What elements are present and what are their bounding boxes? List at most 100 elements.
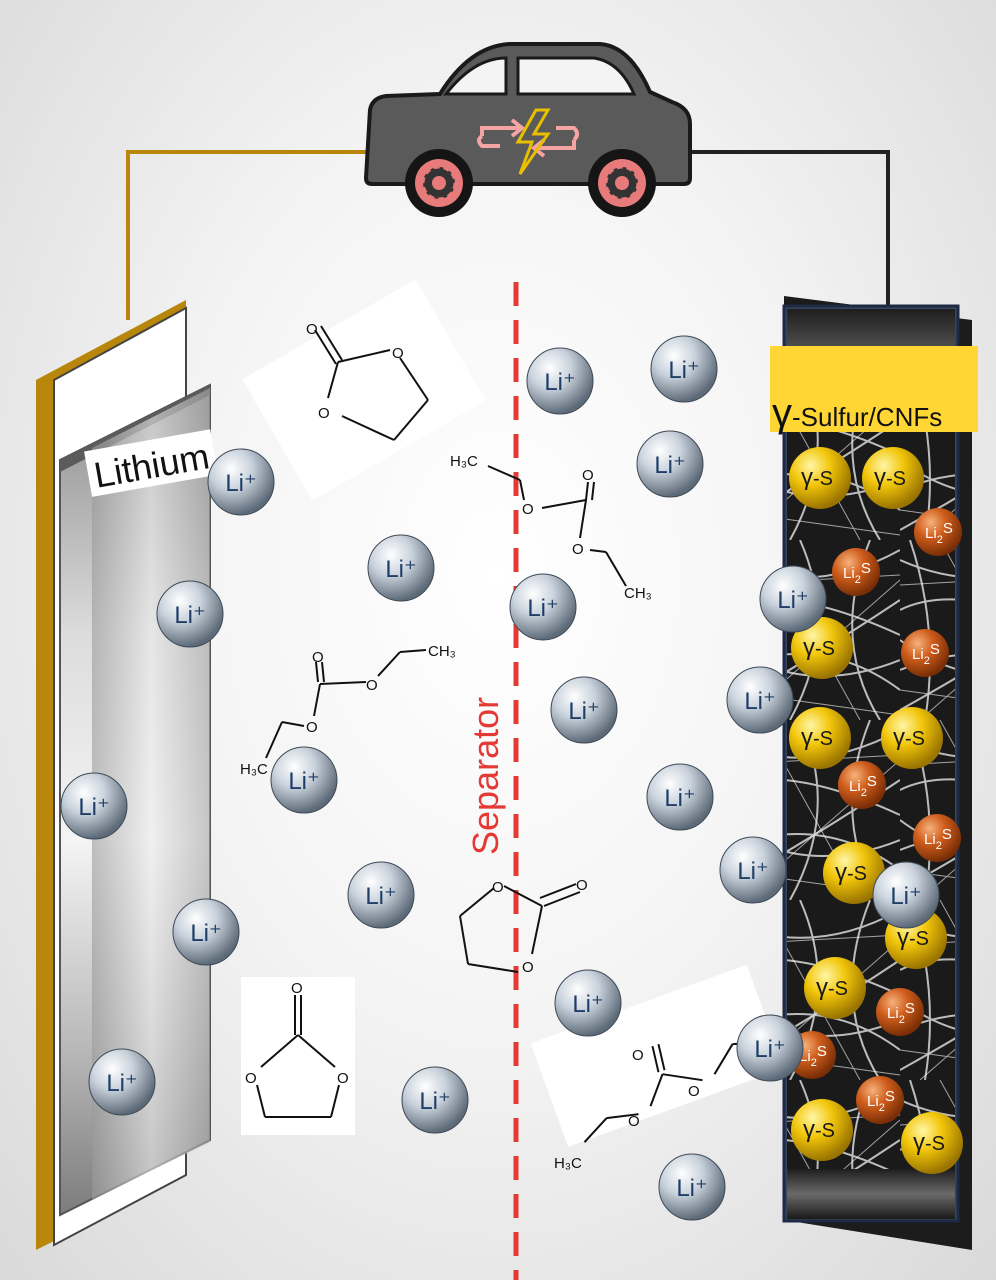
li2s-label: Li2S bbox=[867, 1088, 895, 1114]
lithium-ion-label: Li⁺ bbox=[654, 452, 685, 479]
gamma-sulfur-label: γ-S bbox=[816, 974, 848, 1001]
li2s-label: Li2S bbox=[924, 826, 952, 852]
methyl-group: H₃C bbox=[240, 761, 268, 778]
lithium-ion: Li⁺ bbox=[88, 1048, 156, 1116]
lithium-ion-label: Li⁺ bbox=[777, 587, 808, 614]
gamma-sulfur-particle: γ-S bbox=[791, 617, 853, 679]
lithium-ion-label: Li⁺ bbox=[385, 556, 416, 583]
gamma-sulfur-particle: γ-S bbox=[791, 1099, 853, 1161]
li2s-particle: Li2S bbox=[856, 1076, 904, 1124]
cathode-label-text: -Sulfur/CNFs bbox=[792, 402, 942, 432]
ethylene-carbonate-molecule: O O O bbox=[242, 279, 486, 501]
lithium-ion: Li⁺ bbox=[207, 448, 275, 516]
lithium-ion: Li⁺ bbox=[736, 1014, 804, 1082]
cathode-wire bbox=[690, 150, 890, 310]
oxygen-atom: O bbox=[366, 677, 378, 694]
li2s-particle: Li2S bbox=[914, 508, 962, 556]
lithium-ion-label: Li⁺ bbox=[288, 768, 319, 795]
cathode-label: γ-Sulfur/CNFs bbox=[772, 391, 942, 435]
lithium-ion: Li⁺ bbox=[554, 969, 622, 1037]
gamma-sulfur-label: γ-S bbox=[913, 1129, 945, 1156]
lithium-ion-label: Li⁺ bbox=[676, 1175, 707, 1202]
oxygen-atom: O bbox=[392, 345, 404, 362]
lithium-ion: Li⁺ bbox=[367, 534, 435, 602]
lithium-ion-label: Li⁺ bbox=[225, 470, 256, 497]
lithium-ion: Li⁺ bbox=[636, 430, 704, 498]
lithium-ion: Li⁺ bbox=[60, 772, 128, 840]
lithium-ion: Li⁺ bbox=[172, 898, 240, 966]
lightning-bolt-icon bbox=[515, 108, 551, 175]
gamma-sulfur-particle: γ-S bbox=[881, 707, 943, 769]
methyl-group: H₃C bbox=[554, 1155, 582, 1172]
cycle-arrows-icon bbox=[477, 118, 579, 158]
gamma-sulfur-particle: γ-S bbox=[862, 447, 924, 509]
lithium-ion-label: Li⁺ bbox=[174, 602, 205, 629]
gear-wheel-icon bbox=[405, 149, 473, 217]
oxygen-atom: O bbox=[306, 719, 318, 736]
li2s-label: Li2S bbox=[925, 520, 953, 546]
oxygen-atom: O bbox=[688, 1083, 700, 1100]
li2s-particle: Li2S bbox=[832, 548, 880, 596]
lithium-ion-label: Li⁺ bbox=[544, 369, 575, 396]
li2s-label: Li2S bbox=[887, 1000, 915, 1026]
methyl-group: H₃C bbox=[450, 453, 478, 470]
lithium-ion-label: Li⁺ bbox=[190, 920, 221, 947]
oxygen-atom: O bbox=[522, 959, 534, 976]
gamma-sulfur-label: γ-S bbox=[897, 924, 929, 951]
lithium-ion: Li⁺ bbox=[347, 861, 415, 929]
lithium-ion-label: Li⁺ bbox=[744, 688, 775, 715]
lithium-ion: Li⁺ bbox=[719, 836, 787, 904]
gamma-sulfur-particle: γ-S bbox=[901, 1112, 963, 1174]
lithium-ion-label: Li⁺ bbox=[419, 1088, 450, 1115]
lithium-ion: Li⁺ bbox=[526, 347, 594, 415]
lithium-ion: Li⁺ bbox=[650, 335, 718, 403]
li2s-label: Li2S bbox=[849, 773, 877, 799]
gamma-sulfur-label: γ-S bbox=[801, 464, 833, 491]
lithium-ion-label: Li⁺ bbox=[668, 357, 699, 384]
li2s-particle: Li2S bbox=[913, 814, 961, 862]
lithium-ion: Li⁺ bbox=[872, 861, 940, 929]
oxygen-atom: O bbox=[306, 321, 318, 338]
anode-electrode: Lithium bbox=[36, 300, 219, 1250]
diethyl-carbonate-molecule: O O O CH₃ H₃C bbox=[240, 643, 456, 778]
lithium-ion-label: Li⁺ bbox=[527, 595, 558, 622]
lithium-ion-label: Li⁺ bbox=[664, 785, 695, 812]
anode-wire bbox=[126, 150, 372, 320]
lithium-ion: Li⁺ bbox=[270, 746, 338, 814]
lithium-ion: Li⁺ bbox=[509, 573, 577, 641]
lithium-ion-label: Li⁺ bbox=[106, 1070, 137, 1097]
cathode-label-box bbox=[770, 346, 978, 432]
oxygen-atom: O bbox=[582, 467, 594, 484]
oxygen-atom: O bbox=[245, 1070, 257, 1087]
ethylene-carbonate-molecule: O O O bbox=[241, 977, 355, 1135]
gamma-sulfur-label: γ-S bbox=[893, 724, 925, 751]
ethylene-carbonate-molecule: O O O bbox=[459, 877, 588, 976]
lithium-ion-label: Li⁺ bbox=[568, 698, 599, 725]
lithium-ion: Li⁺ bbox=[726, 666, 794, 734]
gamma-sulfur-label: γ-S bbox=[874, 464, 906, 491]
gamma-sulfur-particle: γ-S bbox=[823, 842, 885, 904]
gamma-sulfur-label: γ-S bbox=[803, 1116, 835, 1143]
oxygen-atom: O bbox=[632, 1047, 644, 1064]
separator-label: Separator bbox=[465, 697, 506, 855]
oxygen-atom: O bbox=[492, 879, 504, 896]
methyl-group: CH₃ bbox=[428, 643, 456, 660]
lithium-ion-label: Li⁺ bbox=[737, 858, 768, 885]
lithium-ion: Li⁺ bbox=[658, 1153, 726, 1221]
lithium-ion: Li⁺ bbox=[550, 676, 618, 744]
car-icon bbox=[363, 42, 692, 186]
gear-wheel-icon bbox=[588, 149, 656, 217]
lithium-ion-label: Li⁺ bbox=[365, 883, 396, 910]
lithium-ions: Li⁺ Li⁺ Li⁺ Li⁺ Li⁺ Li⁺ Li⁺ Li⁺ Li⁺ Li⁺ Li⁺ Li⁺ Li⁺ L… bbox=[60, 335, 940, 1221]
oxygen-atom: O bbox=[318, 405, 330, 422]
li2s-label: Li2S bbox=[843, 560, 871, 586]
li2s-label: Li2S bbox=[912, 641, 940, 667]
gamma-sulfur-particle: γ-S bbox=[789, 447, 851, 509]
lithium-ion-label: Li⁺ bbox=[572, 991, 603, 1018]
lithium-ion: Li⁺ bbox=[401, 1066, 469, 1134]
oxygen-atom: O bbox=[291, 980, 303, 997]
gamma-sulfur-label: γ-S bbox=[835, 859, 867, 886]
oxygen-atom: O bbox=[572, 541, 584, 558]
